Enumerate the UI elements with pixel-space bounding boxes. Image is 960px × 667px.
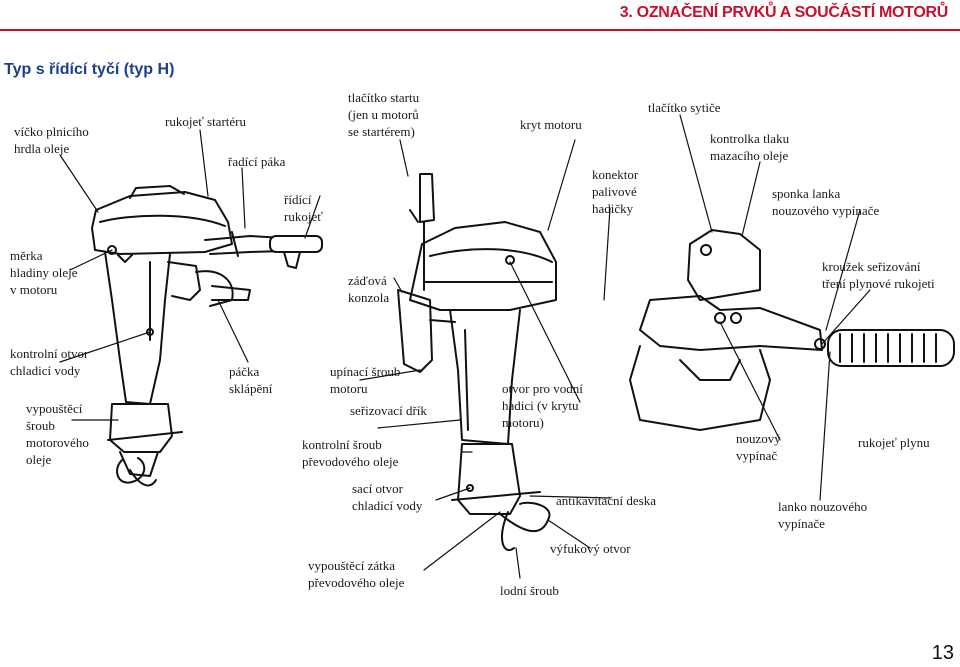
label-adjusting-rod: seřizovací dřík	[350, 403, 427, 418]
left-motor-drawing	[91, 185, 323, 487]
label-throttle-friction-ring: kroužek seřizování tření plynové rukojet…	[822, 259, 935, 291]
page-number: 13	[931, 642, 954, 664]
label-emergency-stop-switch: nouzový vypínač	[736, 431, 781, 463]
section-title: 3. OZNAČENÍ PRVKŮ A SOUČÁSTÍ MOTORŮ	[619, 4, 949, 21]
label-gear-oil-drain-plug: vypouštěcí zátka převodového oleje	[308, 558, 405, 590]
label-cooling-water-intake: sací otvor chladicí vody	[352, 481, 423, 513]
label-water-hose-port: otvor pro vodní hadici (v krytu motoru)	[502, 381, 583, 430]
label-tiller-handle: řídící rukojeť	[284, 192, 323, 224]
right-motor-drawing	[629, 229, 955, 431]
label-tilt-lever: páčka sklápění	[229, 364, 273, 396]
label-stop-switch-lanyard: lanko nouzového vypínače	[778, 499, 868, 531]
label-propeller: lodní šroub	[500, 583, 559, 598]
header-rule	[0, 29, 960, 31]
label-engine-cover: kryt motoru	[520, 117, 582, 132]
label-stop-switch-clip: sponka lanka nouzového vypínače	[772, 186, 880, 218]
label-shift-lever: řadící páka	[228, 154, 286, 169]
label-oil-drain-screw: vypouštěcí šroub motorového oleje	[26, 401, 89, 467]
leader-lines	[59, 114, 871, 579]
label-clamp-screw: upínací šroub motoru	[330, 364, 401, 396]
label-stern-bracket: záďová konzola	[348, 273, 390, 305]
label-filler-cap: víčko plnicího hrdla oleje	[14, 124, 89, 156]
label-anti-cavitation-plate: antikavitační deska	[556, 493, 656, 508]
label-oil-dipstick: měrka hladiny oleje v motoru	[10, 248, 78, 297]
label-throttle-grip: rukojeť plynu	[858, 435, 930, 450]
label-fuel-hose-connector: konektor palivové hadičky	[592, 167, 639, 216]
page-subtitle: Typ s řídící tyčí (typ H)	[4, 61, 175, 78]
label-choke-button: tlačítko sytiče	[648, 100, 721, 115]
label-gear-oil-check-screw: kontrolní šroub převodového oleje	[302, 437, 399, 469]
label-cooling-check-hole: kontrolní otvor chladicí vody	[10, 346, 89, 378]
label-start-button: tlačítko startu (jen u motorů se startér…	[348, 90, 420, 139]
label-exhaust-outlet: výfukový otvor	[550, 541, 631, 556]
middle-motor-drawing	[397, 173, 557, 551]
label-oil-pressure-lamp: kontrolka tlaku mazacího oleje	[710, 131, 790, 163]
label-starter-handle: rukojeť startéru	[165, 114, 246, 129]
